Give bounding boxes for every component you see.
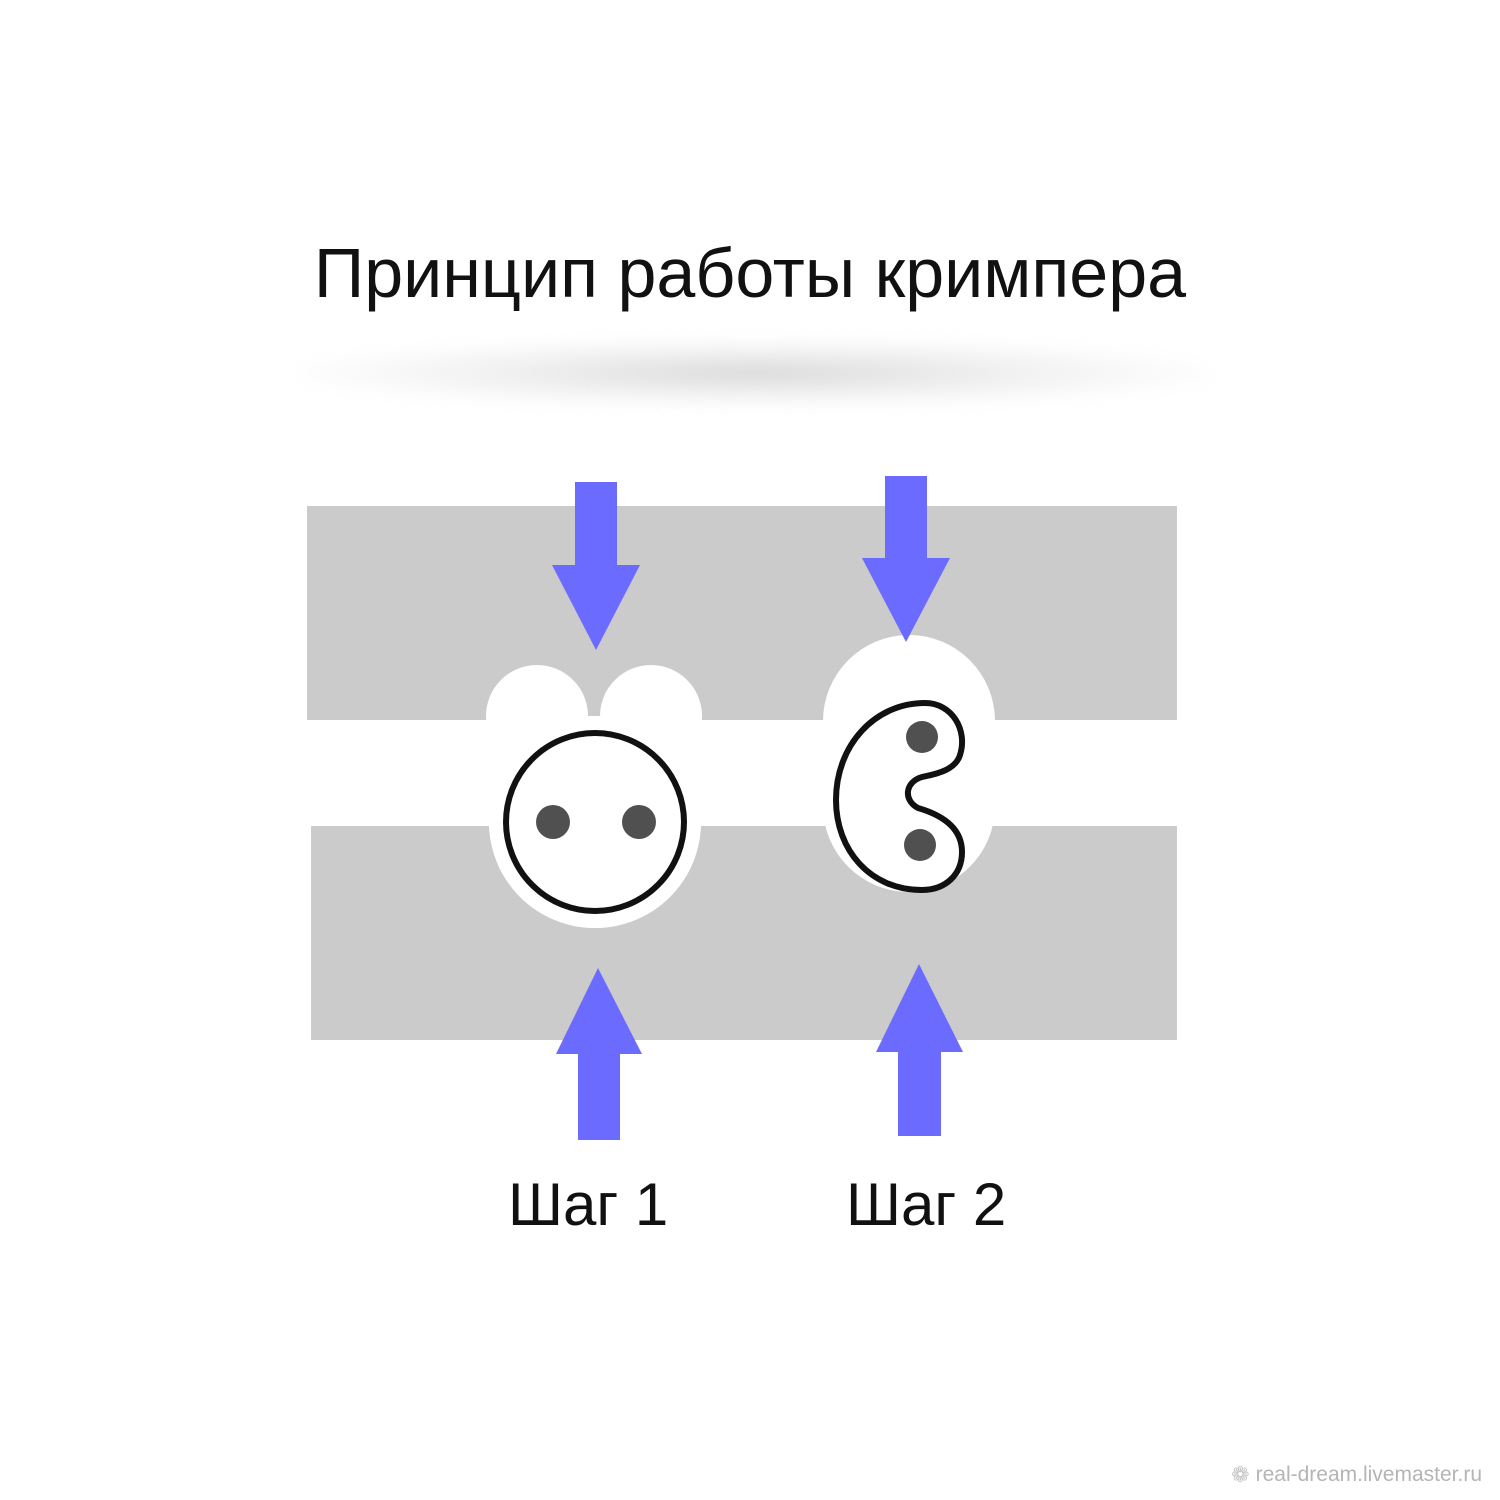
arrow-up-step2 [876, 964, 963, 1136]
watermark-text: real-dream.livemaster.ru [1255, 1463, 1482, 1486]
step1-wire-left [536, 805, 570, 839]
blurred-subtitle [300, 338, 1210, 408]
step2-wire-top [906, 721, 938, 753]
step1-label: Шаг 1 [508, 1171, 669, 1238]
step1-wire-right [622, 805, 656, 839]
arrow-down-step1 [552, 482, 640, 650]
step2-label: Шаг 2 [846, 1171, 1007, 1238]
arrow-down-step2 [862, 476, 950, 642]
gear-flower-icon: ❁ [1231, 1462, 1250, 1487]
step2-wire-bottom [904, 829, 936, 861]
step1-crimp-tube [503, 730, 687, 914]
watermark: ❁ real-dream.livemaster.ru [1231, 1462, 1482, 1488]
jaw-gap [300, 720, 1180, 826]
lower-jaw [311, 826, 1177, 1040]
diagram-title: Принцип работы кримпера [313, 234, 1187, 312]
upper-jaw [307, 506, 1177, 720]
arrow-up-step1 [556, 968, 642, 1140]
